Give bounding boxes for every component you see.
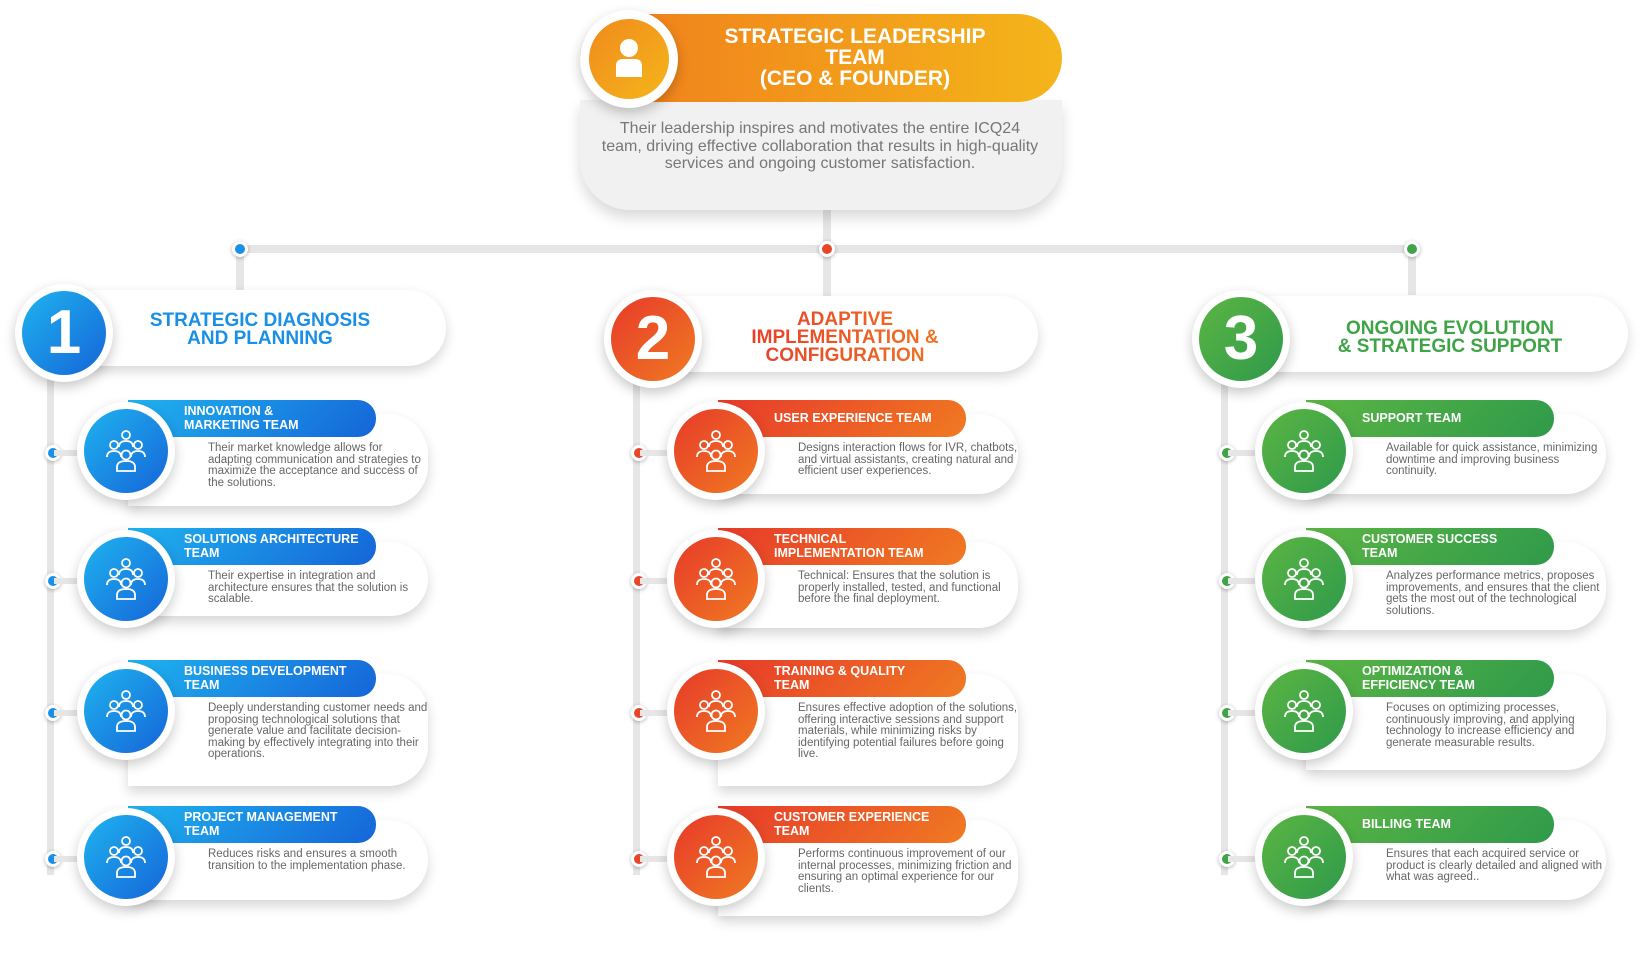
team-name-line: SOLUTIONS ARCHITECTURE [184,532,359,546]
team-connector-line [640,578,676,584]
team-icon-badge [667,662,765,760]
team-icon-badge [1255,402,1353,500]
team-group-icon [674,669,758,753]
team-name-line: SUPPORT TEAM [1362,411,1462,425]
column-line-1 [47,365,54,875]
category-number-badge-3: 3 [1192,290,1290,388]
connector-drop-2 [823,249,831,297]
team-name-line: BILLING TEAM [1362,817,1451,831]
team-description: Ensures effective adoption of the soluti… [798,702,1018,760]
team-name-line: PROJECT MANAGEMENT [184,810,338,824]
team-icon-badge [667,402,765,500]
team-icon-badge [1255,530,1353,628]
team-group-icon [1262,815,1346,899]
column-line-3 [1221,372,1228,875]
team-name-line: MARKETING TEAM [184,418,299,432]
team-description: Deeply understanding customer needs and … [208,702,428,760]
team-connector-line [1228,856,1264,862]
team-description: Focuses on optimizing processes, continu… [1386,702,1575,749]
team-description: Designs interaction flows for IVR, chatb… [798,442,1018,477]
team-connector-line [640,710,676,716]
team-description: Their expertise in integration and archi… [208,570,409,605]
team-name-line: TEAM [774,824,810,838]
team-connector-line [54,710,86,716]
team-icon-badge [77,530,175,628]
connector-dot-3 [1404,241,1420,257]
connector-top-vertical [823,205,831,245]
category-number-badge-2: 2 [604,290,702,388]
team-name-line: IMPLEMENTATION TEAM [774,546,924,560]
team-icon-badge [1255,662,1353,760]
team-name-line: BUSINESS DEVELOPMENT [184,664,347,678]
team-description: Performs continuous improvement of our i… [798,848,1012,895]
team-connector-line [54,450,86,456]
connector-dot-1 [232,241,248,257]
team-group-icon [674,409,758,493]
team-icon-badge [667,808,765,906]
column-line-2 [633,372,640,875]
team-group-icon [674,537,758,621]
team-group-icon [674,815,758,899]
person-icon [589,19,669,99]
team-connector-line [640,450,676,456]
category-number-badge-1: 1 [15,284,113,382]
category-number-1: 1 [22,291,106,375]
team-name-line: INNOVATION & [184,404,274,418]
team-description: Ensures that each acquired service or pr… [1386,848,1603,883]
leadership-description-panel [580,100,1062,210]
team-description: Available for quick assistance, minimizi… [1386,442,1598,477]
team-name-line: TRAINING & QUALITY [774,664,906,678]
team-group-icon [84,537,168,621]
team-connector-line [1228,450,1264,456]
team-description: Their market knowledge allows for adapti… [208,442,421,489]
team-group-icon [1262,669,1346,753]
connector-dot-2 [819,241,835,257]
team-connector-line [1228,578,1264,584]
team-icon-badge [77,402,175,500]
team-name-line: OPTIMIZATION & [1362,664,1464,678]
team-icon-badge [77,662,175,760]
team-name-line: TEAM [184,824,220,838]
connector-drop-1 [236,249,244,291]
team-name-line: TECHNICAL [774,532,847,546]
team-group-icon [84,815,168,899]
team-name-line: TEAM [1362,546,1398,560]
team-group-icon [84,409,168,493]
team-description: Reduces risks and ensures a smooth trans… [208,848,406,872]
category-number-3: 3 [1199,297,1283,381]
category-number-2: 2 [611,297,695,381]
leadership-title: STRATEGIC LEADERSHIP TEAM (CEO & FOUNDER… [724,25,986,90]
team-name-line: EFFICIENCY TEAM [1362,678,1475,692]
team-connector-line [54,856,86,862]
category-title-1: STRATEGIC DIAGNOSIS AND PLANNING [149,310,371,349]
category-title-3: ONGOING EVOLUTION & STRATEGIC SUPPORT [1337,318,1563,357]
team-group-icon [84,669,168,753]
team-name-line: CUSTOMER EXPERIENCE [774,810,930,824]
team-name-line: TEAM [774,678,810,692]
category-title-2: ADAPTIVE IMPLEMENTATION & CONFIGURATION [730,311,960,365]
team-description: Analyzes performance metrics, proposes i… [1386,570,1600,617]
category-header-3 [1236,296,1628,372]
connector-drop-3 [1408,249,1416,295]
team-icon-badge [1255,808,1353,906]
category-header-2 [646,296,1038,372]
team-group-icon [1262,537,1346,621]
team-name-line: TEAM [184,678,220,692]
leadership-description: Their leadership inspires and motivates … [601,120,1039,172]
category-header-1 [60,290,446,366]
team-description: Technical: Ensures that the solution is … [798,570,1001,605]
team-connector-line [1228,710,1264,716]
team-icon-badge [667,530,765,628]
team-group-icon [1262,409,1346,493]
team-name-line: USER EXPERIENCE TEAM [774,411,932,425]
team-name-line: CUSTOMER SUCCESS [1362,532,1498,546]
team-icon-badge [77,808,175,906]
team-name-line: TEAM [184,546,220,560]
team-connector-line [54,578,86,584]
team-connector-line [640,856,676,862]
